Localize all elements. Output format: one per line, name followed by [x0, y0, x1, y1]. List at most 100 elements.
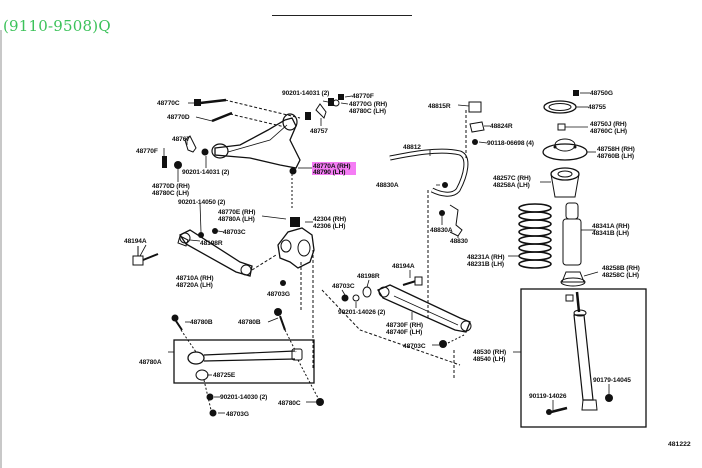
- lateral-rod-48780A[interactable]: [187, 348, 303, 365]
- label-48720A-lh[interactable]: 48720A (LH): [176, 282, 213, 289]
- washer-48198R-mid[interactable]: [362, 286, 372, 298]
- label-48725E[interactable]: 48725E: [213, 372, 236, 379]
- upper-control-arm[interactable]: [211, 113, 301, 210]
- label-48231B-lh[interactable]: 48231B (LH): [467, 261, 504, 268]
- stabilizer-link-48830[interactable]: [449, 204, 463, 237]
- label-48815R[interactable]: 48815R: [428, 103, 451, 110]
- washer-90201-14026[interactable]: [352, 294, 360, 302]
- coil-spring-48231A[interactable]: [518, 203, 552, 269]
- label-48750G[interactable]: 48750G: [590, 90, 613, 97]
- spring-seat-48258B[interactable]: [560, 271, 586, 287]
- label-90179-14045[interactable]: 90179-14045: [593, 377, 631, 384]
- nut-90201-14031[interactable]: [201, 148, 209, 156]
- nut-48770F[interactable]: [338, 94, 344, 100]
- label-42306-lh[interactable]: 42306 (LH): [313, 223, 345, 230]
- dust-boot-48341A[interactable]: [562, 202, 582, 266]
- nut-48770D[interactable]: [174, 161, 182, 169]
- label-48703G-bot[interactable]: 48703G: [226, 411, 249, 418]
- label-48780B-right[interactable]: 48780B: [238, 319, 261, 326]
- nut-48830A[interactable]: [439, 210, 445, 216]
- label-48710A-rh[interactable]: 48710A (RH): [176, 275, 214, 282]
- bracket-48757[interactable]: [315, 103, 327, 119]
- label-48757-top[interactable]: 48757: [310, 128, 328, 135]
- label-48780A-lh[interactable]: 48780A (LH): [218, 216, 255, 223]
- bolt-48194A-mid[interactable]: [402, 276, 423, 286]
- support-assy-48758H[interactable]: [542, 138, 588, 161]
- label-90201-14050[interactable]: 90201-14050 (2): [178, 199, 225, 206]
- bolt-90118-06698[interactable]: [472, 139, 478, 145]
- label-42304-rh[interactable]: 42304 (RH): [313, 216, 346, 223]
- bracket-48824R[interactable]: [469, 121, 485, 133]
- label-48258A-lh[interactable]: 48258A (LH): [493, 182, 530, 189]
- label-48194A-mid[interactable]: 48194A: [392, 263, 415, 270]
- rear-axle-carrier[interactable]: [277, 217, 315, 269]
- label-48830[interactable]: 48830: [450, 238, 468, 245]
- label-48703C-a[interactable]: 48703C: [223, 229, 246, 236]
- bolt-48780B-right[interactable]: [274, 308, 286, 331]
- label-48830A-bot[interactable]: 48830A: [430, 227, 453, 234]
- nut-48703C[interactable]: [212, 228, 218, 234]
- label-90201-14026[interactable]: 90201-14026 (2): [338, 309, 385, 316]
- label-48198R-mid[interactable]: 48198R: [357, 273, 380, 280]
- nut-48703G[interactable]: [280, 280, 286, 286]
- stabilizer-bar-48812[interactable]: [389, 148, 469, 197]
- nut-90179-14045[interactable]: [605, 394, 613, 402]
- label-48750J-rh[interactable]: 48750J (RH): [590, 121, 627, 128]
- label-48341B-lh[interactable]: 48341B (LH): [592, 230, 629, 237]
- label-48770F-top[interactable]: 48770F: [352, 93, 374, 100]
- stabilizer-bushing-48815R[interactable]: [468, 101, 482, 113]
- label-48703C-mid[interactable]: 48703C: [332, 283, 355, 290]
- nut-48750G[interactable]: [573, 90, 579, 96]
- label-48780C[interactable]: 48780C (LH): [349, 108, 386, 115]
- bolt-48770D[interactable]: [211, 111, 233, 123]
- nut-48703G-bot[interactable]: [209, 409, 217, 417]
- nut-shock-top[interactable]: [565, 294, 574, 302]
- label-48790-lh[interactable]: 48790 (LH): [313, 169, 345, 176]
- label-48258C-lh[interactable]: 48258C (LH): [602, 272, 639, 279]
- label-90201-14031-top[interactable]: 90201-14031 (2): [282, 90, 329, 97]
- label-48767[interactable]: 48767: [172, 136, 190, 143]
- label-48530-rh[interactable]: 48530 (RH): [473, 349, 506, 356]
- nut-48750J[interactable]: [557, 123, 566, 131]
- label-48770G[interactable]: 48770G (RH): [349, 101, 387, 108]
- label-48231A-rh[interactable]: 48231A (RH): [467, 254, 505, 261]
- bolt-48770C[interactable]: [194, 98, 227, 106]
- label-48730F-rh[interactable]: 48730F (RH): [386, 322, 423, 329]
- nut-90201-14050[interactable]: [198, 232, 204, 238]
- label-48740F-lh[interactable]: 48740F (LH): [386, 329, 422, 336]
- label-48770D-rh[interactable]: 48770D (RH): [152, 183, 190, 190]
- label-48341A-rh[interactable]: 48341A (RH): [592, 223, 630, 230]
- label-48258B-rh[interactable]: 48258B (RH): [602, 265, 640, 272]
- label-48703C-low[interactable]: 48703C: [403, 343, 426, 350]
- bolt-48780B-left[interactable]: [171, 314, 183, 331]
- label-48770A-rh[interactable]: 48770A (RH): [313, 163, 351, 170]
- label-90201-14031-mid[interactable]: 90201-14031 (2): [182, 169, 229, 176]
- label-48830A-top[interactable]: 48830A: [376, 182, 399, 189]
- label-48760C-lh[interactable]: 48760C (LH): [590, 128, 627, 135]
- label-48760B-lh[interactable]: 48760B (LH): [597, 153, 634, 160]
- label-48780A[interactable]: 48780A: [139, 359, 162, 366]
- label-48824R[interactable]: 48824R: [490, 123, 513, 130]
- nut-48780C-bot[interactable]: [316, 398, 324, 406]
- shock-absorber-48530[interactable]: [573, 291, 598, 411]
- label-90119-14026[interactable]: 90119-14026: [529, 393, 567, 400]
- label-48194A-left[interactable]: 48194A: [124, 238, 147, 245]
- nut-48830A-top[interactable]: [442, 182, 448, 188]
- bracket-48767[interactable]: [184, 135, 197, 153]
- bolt-90119-14026[interactable]: [546, 406, 568, 415]
- lower-suspension-arm-48730F[interactable]: [377, 284, 472, 333]
- label-48758H-rh[interactable]: 48758H (RH): [597, 146, 635, 153]
- bolt-48770F[interactable]: [162, 156, 167, 168]
- washer-48770G[interactable]: [332, 99, 340, 107]
- label-48770D[interactable]: 48770D: [167, 114, 190, 121]
- label-48198R-left[interactable]: 48198R: [200, 240, 223, 247]
- label-90118-06698[interactable]: 90118-06698 (4): [487, 140, 534, 147]
- label-48257C-rh[interactable]: 48257C (RH): [493, 175, 531, 182]
- washer-48198R[interactable]: [177, 235, 189, 247]
- label-48703G-b[interactable]: 48703G: [267, 291, 290, 298]
- label-48812[interactable]: 48812: [403, 144, 421, 151]
- nut-90201-14030[interactable]: [206, 393, 214, 401]
- nut-48703C-low[interactable]: [439, 340, 447, 348]
- label-48780C-lh[interactable]: 48780C (LH): [152, 190, 189, 197]
- bump-stopper-48257C[interactable]: [550, 167, 580, 198]
